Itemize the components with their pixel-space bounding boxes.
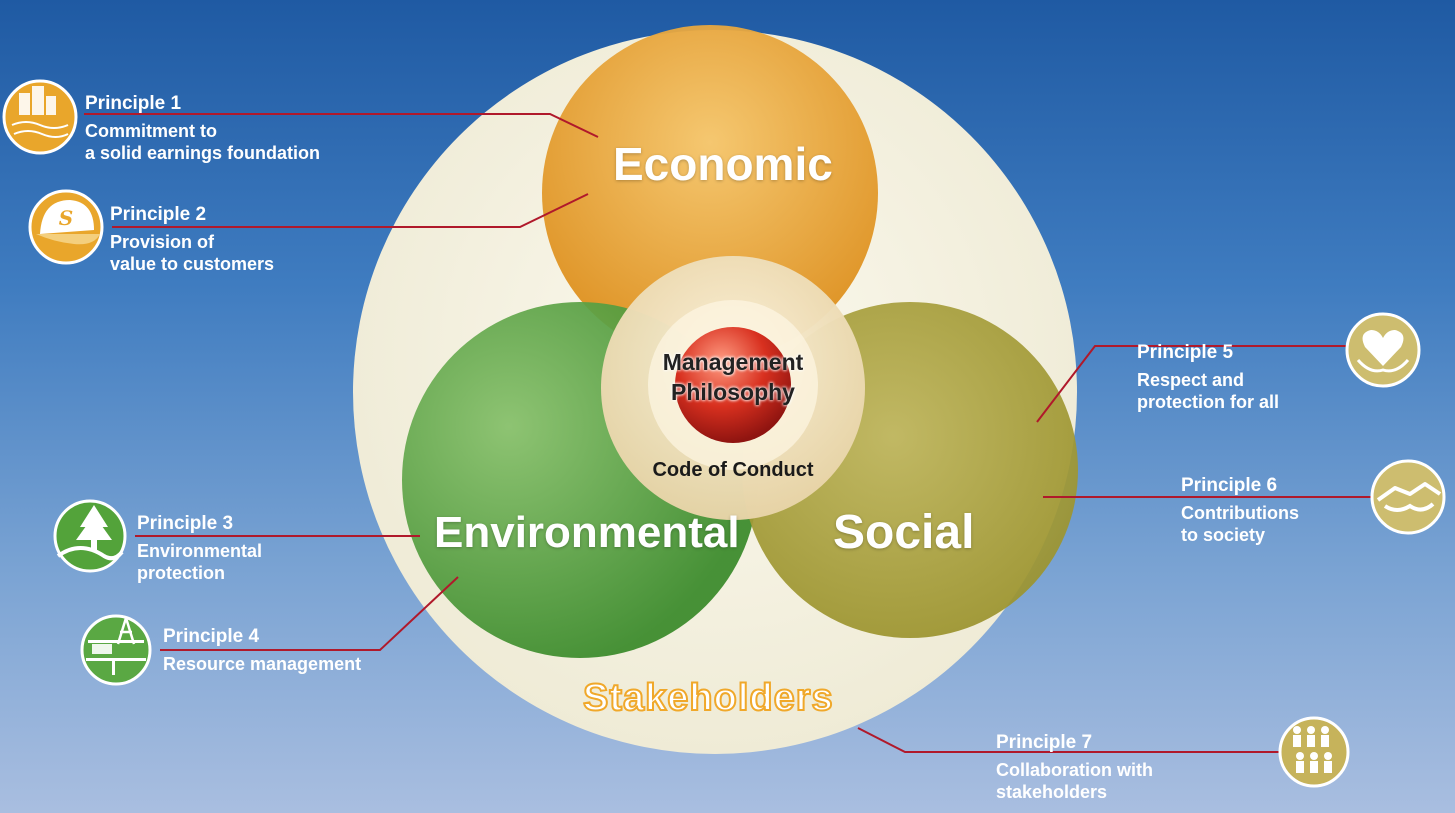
connector-principle-4 — [160, 576, 459, 651]
svg-text:S: S — [59, 206, 73, 230]
management-philosophy-label: Management Philosophy — [628, 348, 838, 408]
principle-5-desc: Respect and protection for all — [1137, 369, 1280, 412]
principle-6-desc: Contributions to society — [1181, 502, 1299, 545]
principle-6-title: Principle 6 — [1181, 475, 1278, 496]
principle-5-title: Principle 5 — [1137, 342, 1234, 363]
people-chain-icon — [1278, 716, 1350, 788]
principle-4-desc: Resource management — [163, 653, 362, 674]
principle-1-desc: Commitment to a solid earnings foundatio… — [85, 120, 321, 163]
principle-2-title: Principle 2 — [110, 204, 207, 225]
philosophy-label: Philosophy — [671, 378, 795, 405]
principle-3-title: Principle 3 — [137, 513, 234, 534]
principle-7-title: Principle 7 — [996, 732, 1093, 753]
principle-3: Principle 3 Environmental protection — [137, 512, 262, 584]
principle-7: Principle 7 Collaboration with stakehold… — [996, 731, 1153, 803]
connector-principle-2 — [112, 193, 589, 228]
economic-label: Economic — [613, 138, 833, 190]
connector-principle-7 — [857, 727, 1283, 753]
principle-5: Principle 5 Respect and protection for a… — [1137, 341, 1279, 413]
connector-principle-5 — [1036, 345, 1355, 423]
heart-hands-icon — [1345, 312, 1421, 388]
tree-river-icon — [53, 499, 127, 573]
cap-icon: S — [28, 189, 104, 265]
management-philosophy-core — [675, 327, 791, 443]
principle-4-title: Principle 4 — [163, 626, 260, 647]
city-skyline-icon — [2, 79, 78, 155]
principle-7-desc: Collaboration with stakeholders — [996, 759, 1153, 802]
principle-4: Principle 4 Resource management — [163, 625, 361, 675]
connector-principle-1 — [84, 113, 599, 138]
environmental-label: Environmental — [434, 508, 740, 557]
management-label: Management — [662, 349, 804, 375]
principle-6: Principle 6 Contributions to society — [1181, 474, 1299, 546]
principle-2-desc: Provision of value to customers — [110, 231, 275, 274]
principle-1: Principle 1 Commitment to a solid earnin… — [85, 92, 320, 164]
social-label: Social — [833, 506, 975, 559]
code-of-conduct-label: Code of Conduct — [652, 459, 814, 481]
principle-3-desc: Environmental protection — [137, 540, 263, 583]
handshake-icon — [1370, 459, 1446, 535]
principle-2: Principle 2 Provision of value to custom… — [110, 203, 274, 275]
stakeholders-label: Stakeholders — [582, 676, 834, 720]
principle-1-title: Principle 1 — [85, 93, 182, 114]
oil-field-icon — [80, 614, 152, 686]
connectors — [84, 113, 1375, 753]
